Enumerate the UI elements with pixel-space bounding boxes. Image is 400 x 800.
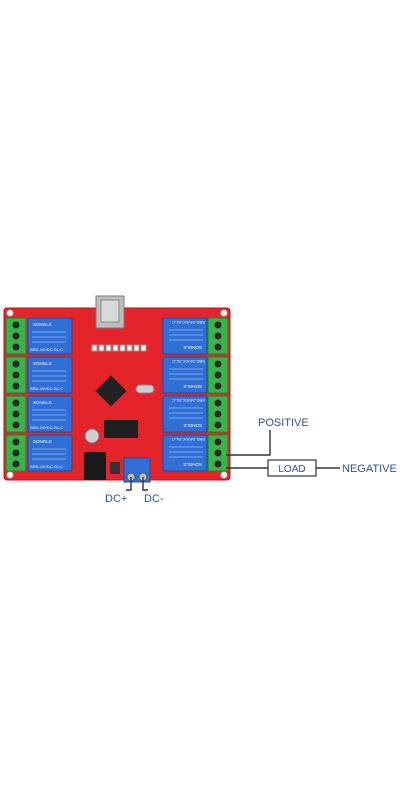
relay-brand: SONGLE bbox=[183, 462, 202, 467]
mount-hole-tl bbox=[6, 309, 14, 317]
positive-wire bbox=[226, 430, 271, 456]
positive-label: POSITIVE bbox=[258, 417, 309, 429]
mount-hole-tr bbox=[220, 309, 228, 317]
relay-brand: SONGLE bbox=[33, 400, 52, 405]
annotation-labels: POSITIVE LOAD NEGATIVE DC+ DC- bbox=[105, 417, 397, 505]
board-components bbox=[84, 295, 155, 483]
terminal-block bbox=[5, 317, 27, 355]
relay: SONGLE SRD-24VDC-SL-C bbox=[162, 356, 208, 394]
relay-model: SRD-24VDC-SL-C bbox=[30, 347, 63, 352]
terminal-block bbox=[5, 356, 27, 394]
relay-brand: SONGLE bbox=[183, 423, 202, 428]
annotation-wires bbox=[126, 430, 340, 491]
terminal-block bbox=[207, 356, 229, 394]
mount-hole-br bbox=[220, 471, 228, 479]
relay-model: SRD-24VDC-SL-C bbox=[172, 359, 205, 364]
dc-plus-label: DC+ bbox=[105, 493, 127, 505]
relay: SONGLE SRD-24VDC-SL-C bbox=[162, 434, 208, 472]
crystal-oscillator bbox=[135, 384, 155, 394]
usb-connector-face bbox=[100, 299, 120, 323]
relay-model: SRD-24VDC-SL-C bbox=[172, 437, 205, 442]
dc-minus-wire bbox=[142, 477, 148, 491]
load-box bbox=[267, 459, 317, 477]
relay-model: SRD-24VDC-SL-C bbox=[30, 425, 63, 430]
relay: SONGLE SRD-24VDC-SL-C bbox=[27, 395, 73, 433]
dc-screw-terminal bbox=[123, 457, 151, 483]
relay: SONGLE SRD-24VDC-SL-C bbox=[27, 317, 73, 355]
dc-barrel-jack bbox=[84, 452, 106, 480]
driver-chip bbox=[104, 420, 138, 438]
relay-brand: SONGLE bbox=[33, 439, 52, 444]
microcontroller-chip bbox=[95, 375, 127, 407]
relay: SONGLE SRD-24VDC-SL-C bbox=[27, 434, 73, 472]
terminal-block bbox=[5, 434, 27, 472]
relay-model: SRD-24VDC-SL-C bbox=[30, 386, 63, 391]
led-row bbox=[91, 344, 147, 352]
terminal-block bbox=[207, 395, 229, 433]
terminal-block bbox=[207, 434, 229, 472]
relay-model: SRD-24VDC-SL-C bbox=[30, 464, 63, 469]
mount-hole-bl bbox=[6, 471, 14, 479]
switch bbox=[110, 462, 120, 474]
load-label: LOAD bbox=[278, 464, 305, 475]
dc-minus-label: DC- bbox=[144, 493, 164, 505]
left-terminal-blocks bbox=[5, 317, 27, 472]
relay-brand: SONGLE bbox=[183, 384, 202, 389]
right-relays: SONGLE SRD-24VDC-SL-C SONGLE SRD-24VDC-S… bbox=[162, 317, 208, 472]
negative-label: NEGATIVE bbox=[342, 463, 397, 475]
left-relays: SONGLE SRD-24VDC-SL-C SONGLE SRD-24VDC-S… bbox=[27, 317, 73, 472]
right-terminal-blocks bbox=[207, 317, 229, 472]
relay-brand: SONGLE bbox=[33, 361, 52, 366]
dc-plus-wire bbox=[126, 477, 132, 491]
relay: SONGLE SRD-24VDC-SL-C bbox=[162, 317, 208, 355]
relay-brand: SONGLE bbox=[183, 345, 202, 350]
relay-model: SRD-24VDC-SL-C bbox=[172, 398, 205, 403]
relay-model: SRD-24VDC-SL-C bbox=[172, 320, 205, 325]
capacitor bbox=[84, 428, 100, 444]
terminal-block bbox=[5, 395, 27, 433]
terminal-block bbox=[207, 317, 229, 355]
relay: SONGLE SRD-24VDC-SL-C bbox=[162, 395, 208, 433]
relay: SONGLE SRD-24VDC-SL-C bbox=[27, 356, 73, 394]
relay-brand: SONGLE bbox=[33, 322, 52, 327]
